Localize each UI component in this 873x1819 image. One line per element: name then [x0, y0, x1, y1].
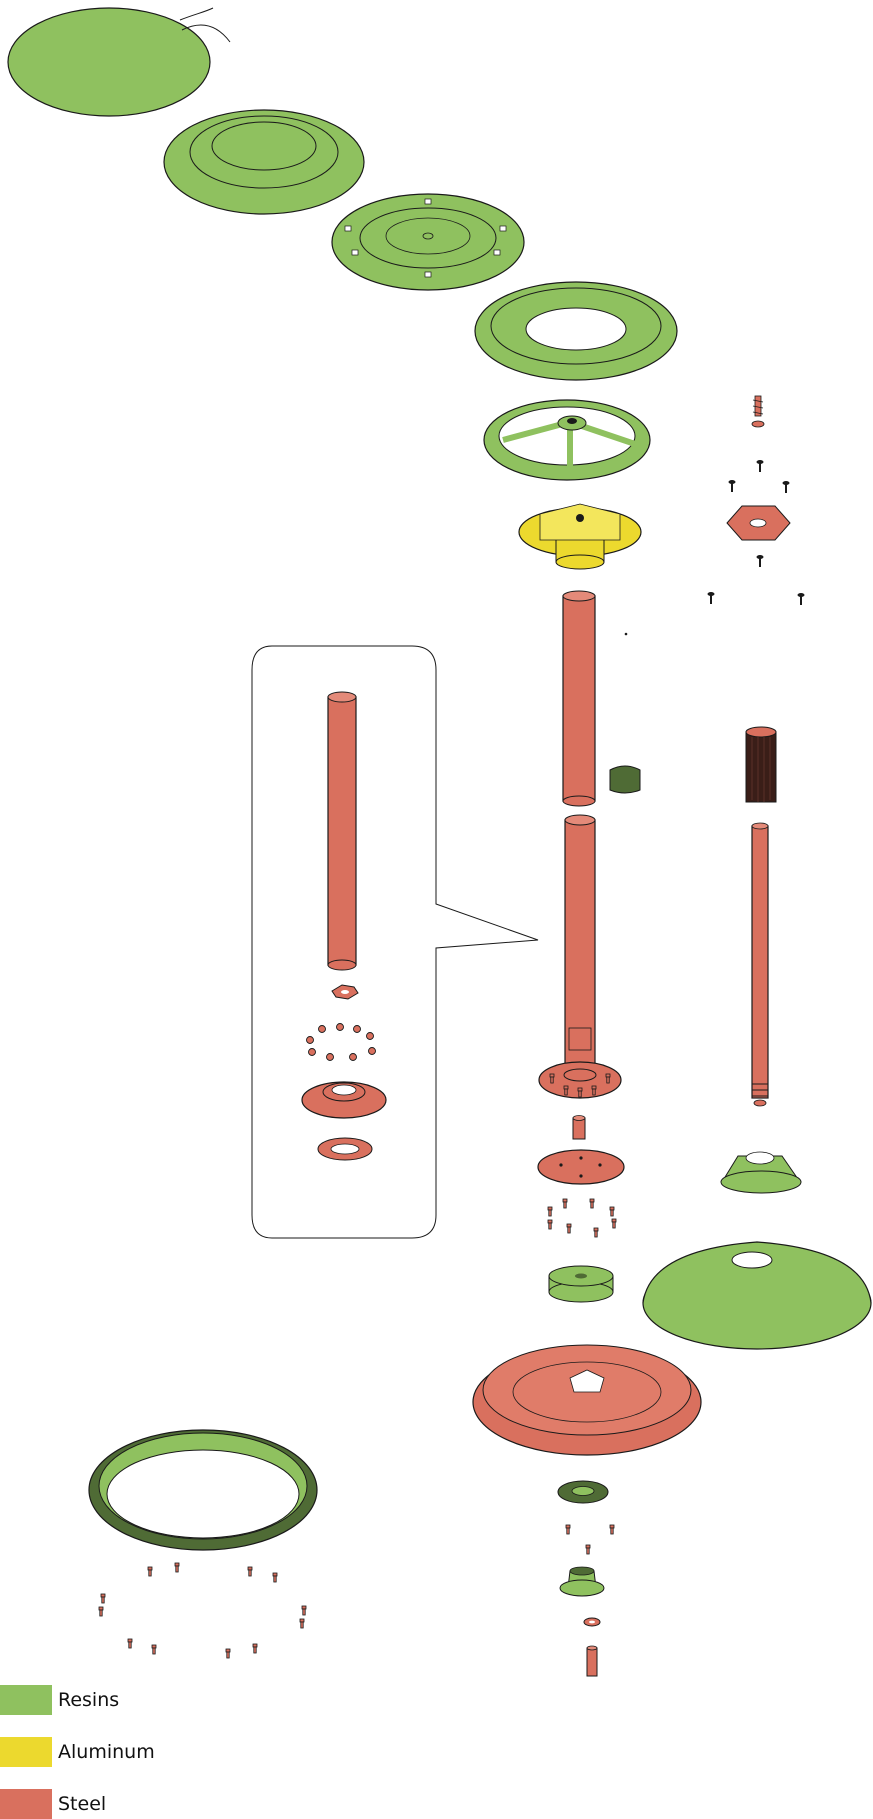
small-washer: [583, 1617, 601, 1627]
aluminum-label: Aluminum: [58, 1741, 155, 1763]
detail-tube: [327, 691, 357, 971]
resin-sleeve: [609, 765, 641, 794]
ring-plate: [474, 281, 678, 381]
small-resin-cone: [559, 1566, 605, 1597]
detail-callout: [251, 645, 539, 1239]
bushing: [572, 1115, 586, 1140]
lower-steel-tube: [538, 814, 622, 1099]
dome-shell: [163, 109, 365, 215]
dark-grip: [745, 726, 777, 803]
upper-steel-tube: [562, 590, 596, 807]
anchor-screw: [751, 395, 765, 428]
top-dome-cover: [7, 7, 231, 117]
steel-base-plate: [472, 1344, 702, 1456]
steel-label: Steel: [58, 1793, 107, 1815]
small-resin-ring: [557, 1480, 609, 1504]
detail-flange: [301, 1081, 387, 1119]
legend-item-resins: Resins: [0, 1685, 119, 1715]
legend-item-aluminum: Aluminum: [0, 1737, 155, 1767]
resin-cone-right: [720, 1151, 802, 1194]
disc-screws: [547, 1198, 617, 1238]
detail-nut: [331, 984, 359, 1000]
detail-nuts: [306, 1023, 376, 1061]
aluminum-swatch: [0, 1737, 52, 1767]
steel-disc: [537, 1149, 625, 1185]
resin-puck: [548, 1265, 614, 1303]
spoked-wheel: [483, 399, 651, 481]
pin-dot: [624, 632, 628, 636]
large-resin-base: [642, 1241, 872, 1350]
resins-label: Resins: [58, 1689, 120, 1711]
ring-base-screws: [98, 1562, 307, 1659]
slotted-resin-plate: [331, 193, 525, 291]
ring-screws: [565, 1524, 615, 1555]
large-resin-ring: [88, 1429, 318, 1551]
resins-swatch: [0, 1685, 52, 1715]
aluminum-hub: [518, 503, 642, 570]
legend-item-steel: Steel: [0, 1789, 106, 1819]
bottom-bolt: [586, 1645, 598, 1677]
detail-washer: [317, 1137, 373, 1161]
steel-swatch: [0, 1789, 52, 1819]
hex-plate: [726, 505, 791, 541]
long-steel-shaft: [751, 822, 769, 1107]
